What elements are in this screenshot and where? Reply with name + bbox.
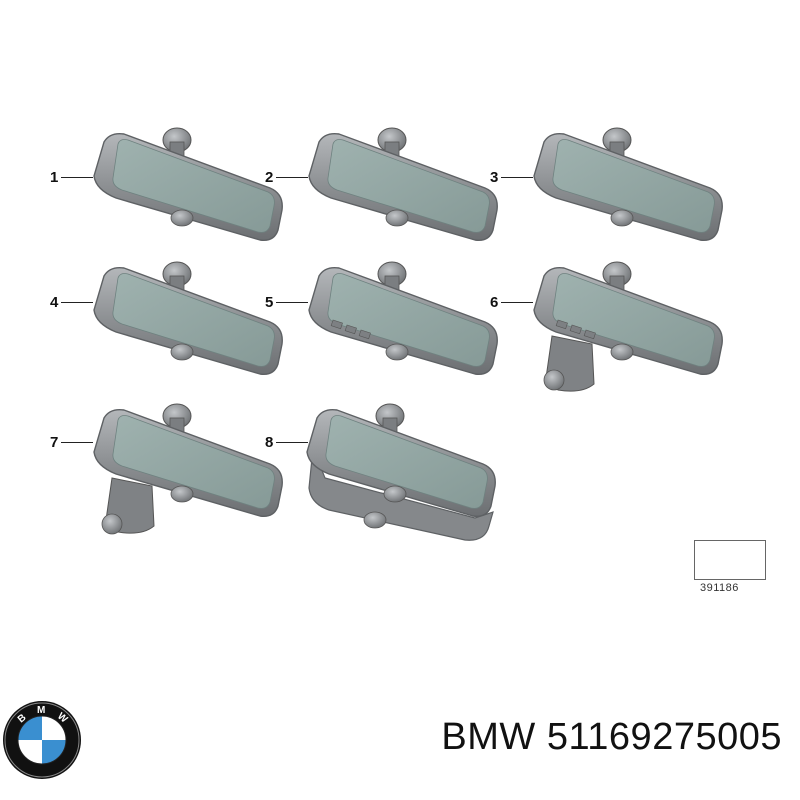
- leader-line: [61, 301, 94, 304]
- callout-8: 8: [265, 434, 309, 451]
- callout-label: 1: [50, 169, 59, 186]
- mirror-7: [93, 403, 283, 535]
- callout-2: 2: [265, 169, 309, 186]
- callout-7: 7: [50, 434, 94, 451]
- mirror-2: [308, 127, 498, 241]
- leader-line: [276, 441, 309, 444]
- leader-line: [61, 441, 94, 444]
- part-number-caption: BMW 51169275005: [441, 716, 782, 758]
- mirror-6: [533, 261, 723, 392]
- callout-label: 6: [490, 294, 499, 311]
- bmw-logo: B M W: [3, 701, 81, 779]
- leader-line: [501, 301, 534, 304]
- callout-label: 2: [265, 169, 274, 186]
- callout-label: 8: [265, 434, 274, 451]
- leader-line: [501, 176, 534, 179]
- callout-4: 4: [50, 294, 94, 311]
- mirror-1: [93, 127, 283, 241]
- leader-line: [276, 301, 309, 304]
- reference-badge: [694, 540, 766, 580]
- callout-5: 5: [265, 294, 309, 311]
- svg-text:M: M: [37, 705, 45, 716]
- callout-label: 5: [265, 294, 274, 311]
- reference-number: 391186: [700, 582, 739, 594]
- mirror-8: [306, 403, 496, 541]
- callout-label: 7: [50, 434, 59, 451]
- callout-1: 1: [50, 169, 94, 186]
- mirror-3: [533, 127, 723, 241]
- callout-6: 6: [490, 294, 534, 311]
- mirror-5: [308, 261, 498, 375]
- callout-3: 3: [490, 169, 534, 186]
- mirror-4: [93, 261, 283, 375]
- leader-line: [276, 176, 309, 179]
- callout-label: 4: [50, 294, 59, 311]
- leader-line: [61, 176, 94, 179]
- callout-label: 3: [490, 169, 499, 186]
